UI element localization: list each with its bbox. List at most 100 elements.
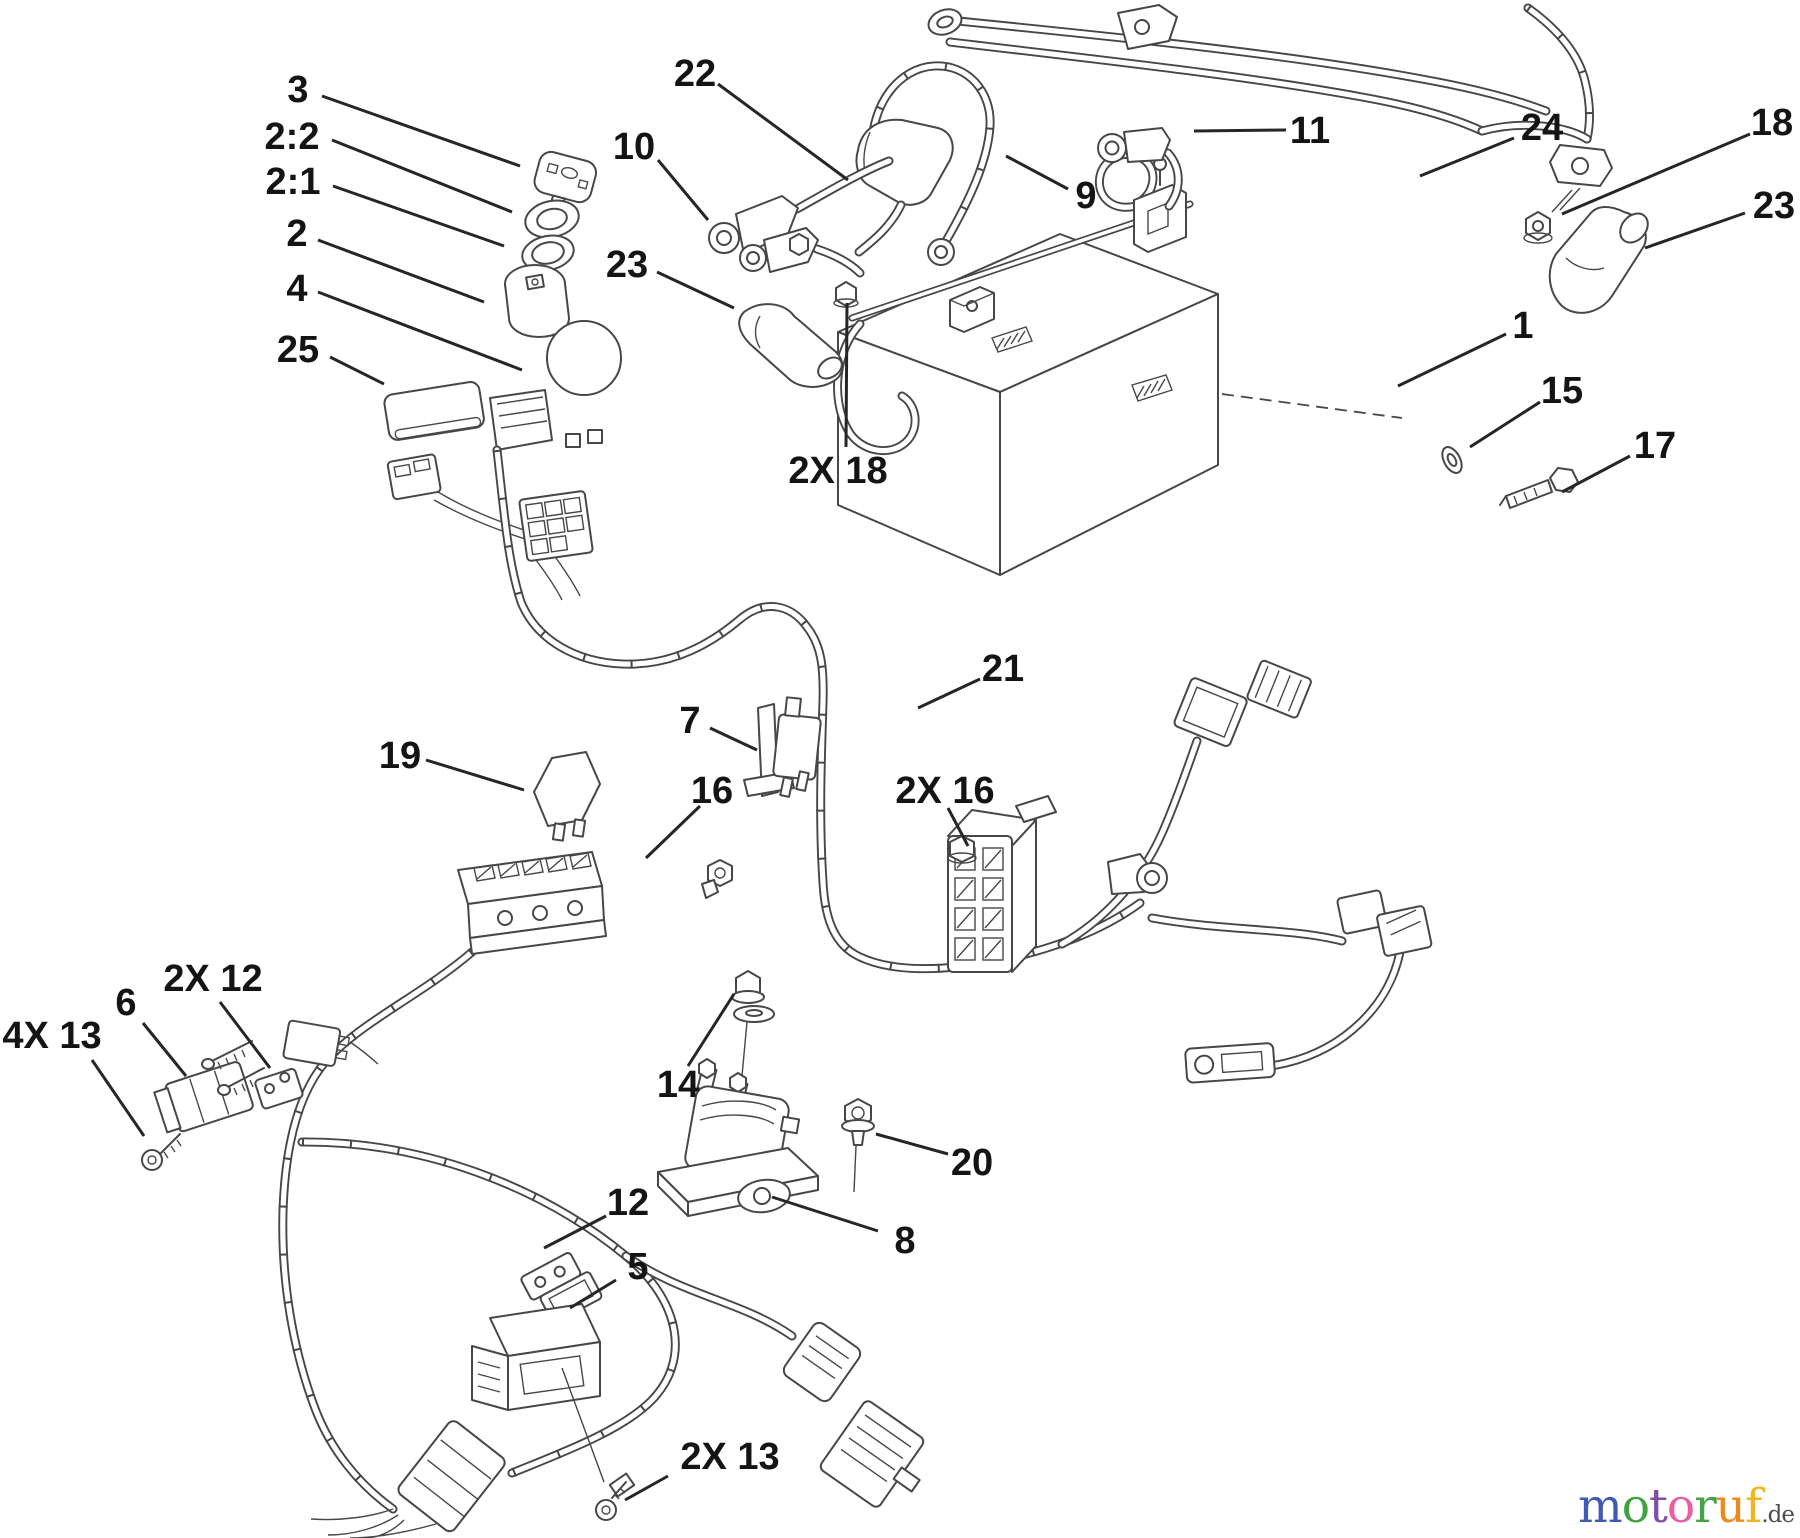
callout-switch-washer: 2:1 — [266, 161, 321, 203]
watermark-letter: o — [1621, 1479, 1650, 1534]
leader-battery — [1397, 332, 1507, 388]
battery-cable-9 — [867, 61, 995, 266]
ring-terminal-10 — [708, 156, 894, 255]
watermark-letter: r — [1694, 1479, 1716, 1534]
callout-plunger-switch: 7 — [679, 700, 700, 742]
callout-spacer-plate: 2X 12 — [163, 958, 262, 1000]
leader-spacer-plate — [218, 1001, 272, 1069]
relay-19 — [533, 751, 601, 842]
watermark-logo: motoruf.de — [1578, 1483, 1795, 1530]
harness-ring-terminal — [1107, 853, 1168, 895]
callout-hex-bolt: 17 — [1634, 425, 1676, 467]
callout-battery-cable: 9 — [1075, 175, 1096, 217]
washer-15 — [1441, 446, 1463, 474]
leader-starter-solenoid — [771, 1195, 879, 1233]
terminal-boot-23-left — [738, 303, 844, 388]
callout-terminal-boot-right: 23 — [1753, 185, 1795, 227]
callout-washer: 15 — [1541, 370, 1583, 412]
harness-end-connector — [397, 1420, 506, 1533]
holder-bracket — [1015, 795, 1057, 823]
frayed-wires — [310, 1508, 437, 1538]
mount-screw-4x13 — [141, 1133, 182, 1171]
callout-relay: 19 — [379, 735, 421, 777]
leader-positive-cable — [1419, 136, 1515, 178]
leader-cable-assembly — [1193, 128, 1287, 133]
leader-mount-screw — [90, 1059, 146, 1137]
leader-solenoid-nut — [686, 993, 736, 1067]
leader-washer — [1469, 400, 1541, 449]
callout-cable-assembly: 11 — [1290, 110, 1330, 152]
leader-terminal-boot-right — [1644, 211, 1746, 250]
battery-cable-bundle — [927, 3, 1613, 213]
leader-wire-harness — [917, 677, 981, 710]
mid-ring-terminal — [1097, 127, 1183, 211]
leader-solenoid-bolt — [875, 1132, 949, 1156]
callout-wire-harness: 21 — [982, 648, 1024, 690]
fuse-holder-2x16 — [947, 795, 1057, 973]
leader-terminal-nuts — [844, 302, 849, 448]
fuse-block-small — [518, 490, 594, 562]
callout-fuse-holder-bolts: 2X 16 — [895, 770, 994, 812]
interlock-screws — [201, 1040, 265, 1096]
connector-wires — [433, 491, 531, 541]
leader-inline-fuse-holder — [569, 1278, 617, 1310]
leader-ring-terminal — [656, 159, 710, 221]
harness-connector-a — [1173, 659, 1312, 747]
leader-plunger-switch — [709, 726, 758, 752]
leader-ignition-key — [321, 94, 521, 168]
callout-cable-clamp: 12 — [607, 1182, 649, 1224]
callout-switch-connector: 4 — [286, 268, 307, 310]
leader-switch-connector — [317, 290, 523, 372]
terminal-bolt-16 — [701, 859, 733, 899]
callout-mount-screw: 4X 13 — [2, 1015, 101, 1057]
callout-cable-cover: 22 — [674, 53, 716, 95]
terminal-nuts-2x18 — [789, 233, 859, 308]
cable-lug — [1117, 4, 1178, 50]
callout-ring-terminal: 10 — [613, 126, 655, 168]
leader-cable-clamp — [543, 1214, 607, 1250]
holder-bolt — [949, 835, 975, 863]
inline-fuse-holder-5 — [471, 1303, 605, 1483]
clevis-end — [927, 8, 963, 36]
extension-line — [1221, 393, 1403, 419]
terminal-boot-23-right — [1548, 206, 1649, 314]
callout-ignition-switch: 2 — [286, 213, 307, 255]
callout-battery: 1 — [1512, 305, 1533, 347]
leader-switch-washer — [332, 184, 505, 248]
clamp-bolt-2x13 — [595, 1472, 636, 1521]
callout-positive-cable: 24 — [1521, 107, 1563, 149]
leader-clamp-bolt — [624, 1474, 669, 1502]
leader-ignition-switch — [317, 238, 485, 304]
callout-solenoid-bolt: 20 — [951, 1142, 993, 1184]
switch-washer — [521, 234, 575, 272]
callout-interlock-switch: 6 — [115, 982, 136, 1024]
plunger-switch-7 — [743, 696, 822, 798]
watermark-letter: t — [1649, 1479, 1668, 1534]
callout-clamp-bolt: 2X 13 — [680, 1436, 779, 1478]
leader-interlock-switch — [141, 1022, 188, 1077]
flange-nut-18 — [1523, 211, 1553, 244]
harness-connector-small — [386, 453, 442, 501]
callout-starter-solenoid: 8 — [894, 1220, 915, 1262]
callout-terminal-nuts: 2X 18 — [788, 450, 887, 492]
battery-label — [991, 326, 1033, 353]
callout-cover: 25 — [277, 329, 319, 371]
callout-inline-fuse-holder: 5 — [627, 1246, 648, 1288]
wire-harness — [278, 445, 1405, 1538]
switch-body — [489, 320, 622, 451]
switch-nut — [524, 199, 580, 239]
harness-connector-c — [1184, 1042, 1276, 1084]
leader-cable-cover — [717, 82, 849, 182]
leader-fuse-holder-bolts — [946, 807, 970, 847]
watermark-letter: o — [1666, 1479, 1695, 1534]
interlock-harness-connector — [282, 1019, 351, 1067]
starter-solenoid-8 — [657, 1058, 819, 1217]
leader-hex-bolt — [1561, 454, 1631, 494]
solenoid-bolt-20 — [841, 1098, 875, 1193]
ignition-switch — [504, 264, 570, 338]
watermark-word: motoruf — [1578, 1479, 1762, 1534]
callout-solenoid-nut: 14 — [657, 1064, 699, 1106]
leader-terminal-boot-left — [656, 270, 735, 310]
